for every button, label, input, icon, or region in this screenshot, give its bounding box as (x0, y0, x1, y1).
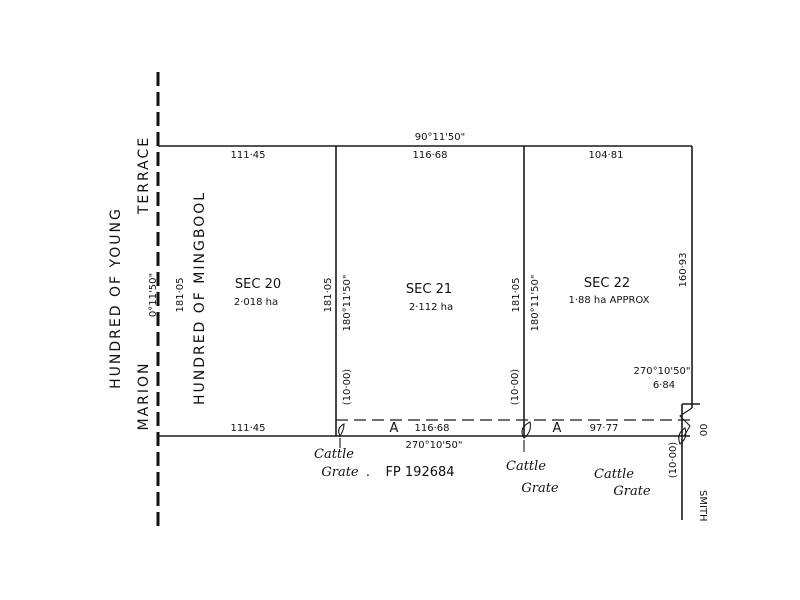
easement-label-2: A (553, 421, 562, 436)
sec20-area: 2·018 ha (234, 297, 278, 308)
sec20-label: SEC 20 (235, 277, 281, 292)
sec21-label: SEC 21 (406, 282, 452, 297)
bottom-distance-sec22: 97·77 (590, 423, 619, 434)
top-distance-sec22: 104·81 (589, 150, 624, 161)
top-distance-sec20: 111·45 (231, 150, 266, 161)
divider-1-bearing: 180°11'50" (342, 275, 353, 332)
west-distance: 181·05 (175, 278, 186, 313)
terrace-label: TERRACE (136, 136, 152, 215)
cattle-grate-note-3-line2: Grate (613, 484, 651, 499)
sec22-label: SEC 22 (584, 276, 630, 291)
offset-distance-3: (10·00) (668, 442, 679, 479)
cattle-grate-note-2-line1: Cattle (506, 459, 546, 474)
fp-dot: . (366, 465, 370, 480)
cattle-grate-note-1-line2: Grate (321, 465, 359, 480)
cattle-grate-symbol-2 (521, 421, 531, 439)
southeast-bearing: 270°10'50" (634, 366, 691, 377)
smith-road-stub (681, 403, 700, 520)
divider-1-distance: 181·05 (323, 278, 334, 313)
cattle-grate-note-3-line1: Cattle (594, 467, 634, 482)
top-bearing: 90°11'50" (415, 132, 466, 143)
cattle-grate-note-1-line1: Cattle (314, 447, 354, 462)
hundred-of-mingbool-label: HUNDRED OF MINGBOOL (192, 191, 208, 405)
bottom-distance-sec21: 116·68 (415, 423, 450, 434)
divider-2-bearing: 180°11'50" (530, 275, 541, 332)
hundred-of-young-label: HUNDRED OF YOUNG (108, 207, 124, 389)
marion-label: MARION (136, 361, 152, 430)
corner-hook (679, 407, 693, 437)
bottom-bearing: 270°10'50" (406, 440, 463, 451)
cattle-grate-symbol-3 (678, 427, 687, 445)
top-distance-sec21: 116·68 (413, 150, 448, 161)
fp-number: FP 192684 (385, 465, 454, 480)
east-distance: 160·93 (678, 253, 689, 288)
smith-label: SMITH (697, 490, 708, 522)
bottom-distance-sec20: 111·45 (231, 423, 266, 434)
offset-distance-1: (10·00) (342, 369, 353, 406)
cattle-grate-note-2-line2: Grate (521, 481, 559, 496)
west-bearing: 0°11'50" (148, 273, 159, 317)
cattle-grate-symbol-1 (338, 423, 345, 438)
divider-2-distance: 181·05 (511, 278, 522, 313)
sec21-area: 2·112 ha (409, 302, 453, 313)
far-right-distance: 00 (697, 424, 708, 437)
southeast-distance: 6·84 (653, 380, 675, 391)
offset-distance-2: (10·00) (510, 369, 521, 406)
easement-label-1: A (390, 421, 399, 436)
sec22-area: 1·88 ha APPROX (568, 295, 649, 306)
